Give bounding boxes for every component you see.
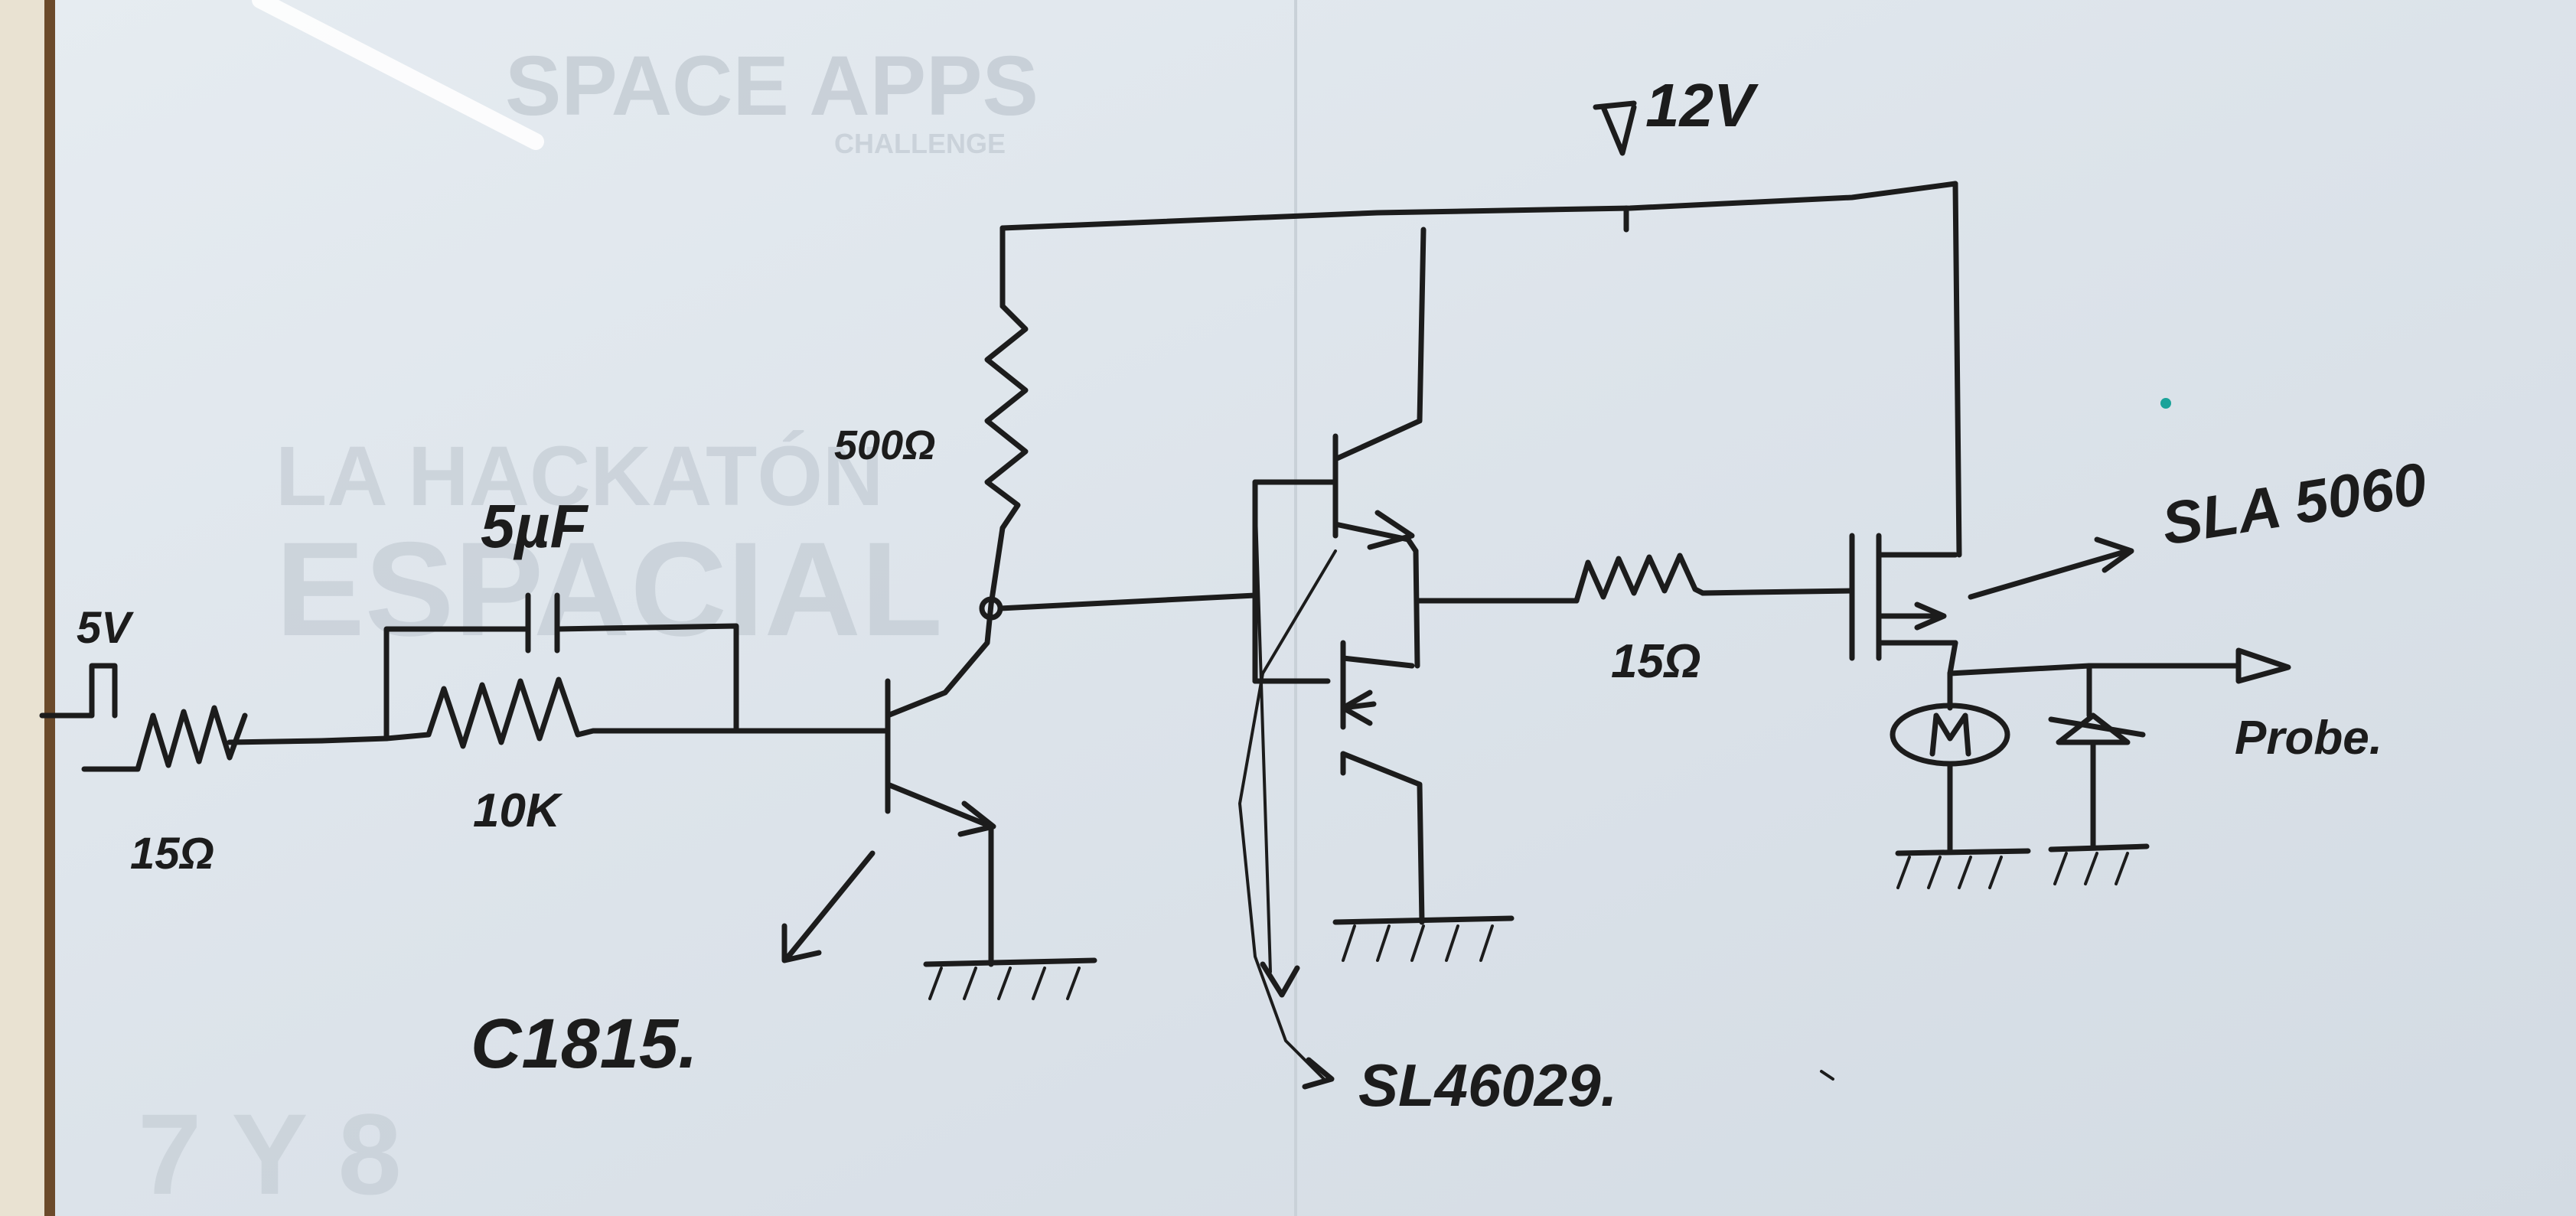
board-frame-edge [44,0,55,1216]
collector-resistor-label: 500Ω [834,422,935,468]
supply-rail [999,181,1958,233]
input-resistor-label: 15Ω [130,829,214,879]
stray-mark [1820,1070,1834,1081]
motor-symbol [1890,670,2010,853]
transistor-sl46029-lower [1252,640,1515,962]
mosfet-sla5060 [1849,181,1962,676]
collector-resistor [984,227,1029,608]
driver-input-wire [979,592,1258,621]
background-text-top-sub: CHALLENGE [834,128,1006,159]
transistor-c1815 [885,601,1097,1000]
supply-symbol [1593,100,1637,156]
transistor-1-pointer [781,850,876,963]
background-text-bottom: 7 Y 8 [138,1090,402,1216]
input-pulse-symbol [39,663,118,719]
rc-network [318,592,891,749]
gate-resistor [1573,553,1855,604]
base-resistor-label: 10K [473,784,563,837]
supply-label: 12V [1645,71,1759,139]
diode-symbol [2048,663,2146,849]
background-text-line-1: LA HACKATÓN [276,429,883,523]
input-voltage-label: 5V [77,603,134,653]
driver-output-wire [1413,548,1580,669]
ground-symbols-output [1895,843,2150,889]
gate-resistor-label: 15Ω [1611,635,1700,688]
transistor-2-pointer [1238,488,1337,1090]
light-glare [252,0,544,150]
transistor-1-label: C1815. [471,1005,698,1083]
input-resistor [81,705,324,772]
capacitor-label: 5µF [481,492,589,560]
background-text-line-2: ESPACIAL [276,515,943,664]
marker-dot [2160,398,2171,409]
probe-label: Probe. [2235,712,2382,764]
background-text-top: SPACE APPS [505,39,1039,133]
transistor-2-label: SL46029. [1358,1051,1617,1119]
mosfet-pointer [1968,536,2134,600]
